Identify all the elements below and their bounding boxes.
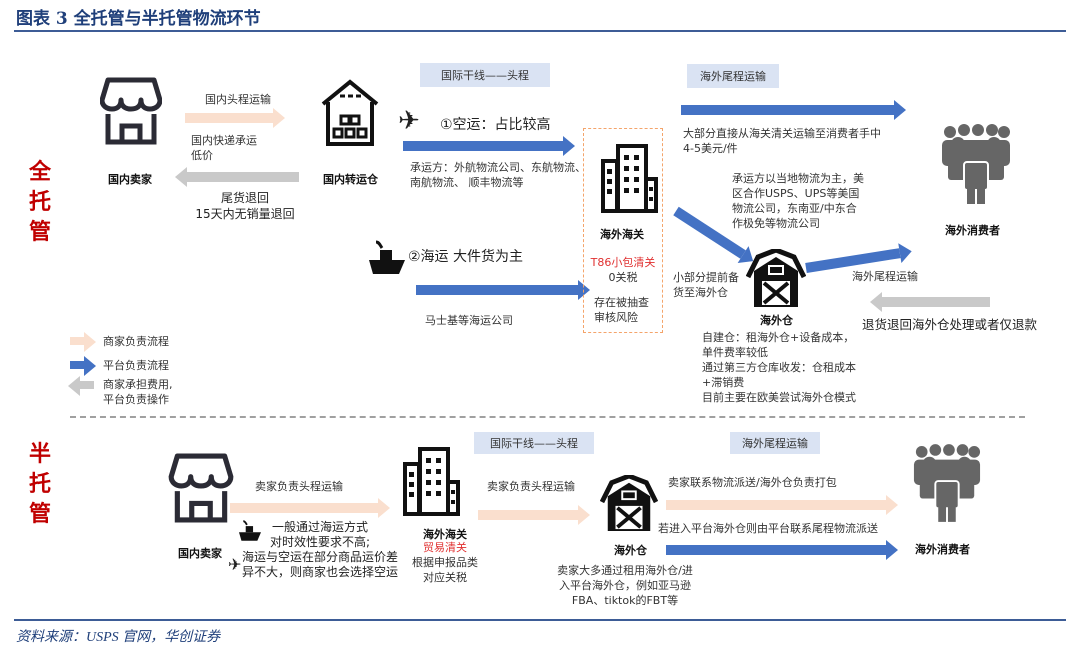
barn-icon xyxy=(746,249,806,307)
sea-carriers-label: 马士基等海运公司 xyxy=(425,314,513,327)
consumers-icon xyxy=(913,444,981,522)
semi-customs-notes: 根据申报品类对应关税 xyxy=(412,556,478,584)
legend-platform-label: 平台负责流程 xyxy=(103,359,169,372)
domestic-first-leg-label: 国内头程运输 xyxy=(205,93,271,106)
inspection-risk-label: 存在被抽查审核风险 xyxy=(594,296,649,324)
air-freight-arrow xyxy=(403,136,575,156)
barn-icon xyxy=(600,475,658,531)
return-arrow xyxy=(175,167,299,187)
legend-platform-arrow xyxy=(70,356,96,376)
seller-delivery-label: 卖家联系物流派送/海外仓负责打包 xyxy=(668,476,837,489)
overseas-consumers-label: 海外消费者 xyxy=(945,224,1000,237)
footer-rule xyxy=(14,619,1066,621)
ship-icon xyxy=(369,240,405,274)
seller-delivery-arrow xyxy=(666,495,898,515)
consumers-icon xyxy=(942,124,1010,204)
sea-freight-label: ②海运 大件货为主 xyxy=(408,249,524,265)
plane-icon: ✈ xyxy=(398,106,420,136)
intl-trunk-tag: 国际干线——头程 xyxy=(420,63,550,87)
refund-return-arrow xyxy=(870,292,990,312)
zero-tariff-label: 0关税 xyxy=(608,271,638,284)
direct-delivery-arrow xyxy=(681,100,906,120)
semi-first-leg2-arrow xyxy=(478,505,590,525)
plane-icon: ✈ xyxy=(228,555,242,574)
domestic-first-leg-arrow xyxy=(185,108,285,128)
legend-shared-label: 商家承担费用,平台负责操作 xyxy=(103,378,173,406)
figure-title: 图表 3 全托管与半托管物流环节 xyxy=(16,9,261,29)
customs-box xyxy=(583,128,663,333)
semi-domestic-seller-label: 国内卖家 xyxy=(178,547,222,560)
domestic-express-label: 国内快递承运低价 xyxy=(191,134,257,162)
warehouse-icon xyxy=(321,79,379,146)
semi-last-mile-tag: 海外尾程运输 xyxy=(730,432,820,454)
legend-shared-arrow xyxy=(68,376,94,396)
platform-delivery-arrow xyxy=(666,540,898,560)
store-icon xyxy=(100,77,162,145)
section-divider xyxy=(70,416,1025,418)
title-rule xyxy=(14,30,1066,32)
warehouse-cost-notes: 自建仓：租海外仓+设备成本，单件费率较低通过第三方仓库收发：仓租成本+滞销费目前… xyxy=(702,331,856,404)
semi-custody-label: 半托管 xyxy=(28,442,51,527)
customs-building-icon xyxy=(403,447,460,516)
last-mile-tag: 海外尾程运输 xyxy=(687,64,779,88)
store-icon xyxy=(168,453,234,523)
trade-clearance-label: 贸易清关 xyxy=(423,541,467,554)
refund-note: 退货退回海外仓处理或者仅退款 xyxy=(862,317,1038,332)
full-custody-label: 全托管 xyxy=(28,160,51,245)
semi-intl-trunk-tag: 国际干线——头程 xyxy=(474,432,594,454)
semi-overseas-warehouse-label: 海外仓 xyxy=(614,544,647,557)
legend-merchant-label: 商家负责流程 xyxy=(103,335,169,348)
customs-building-icon xyxy=(601,144,658,213)
semi-seller-first-leg2-label: 卖家负责头程运输 xyxy=(487,480,575,493)
domestic-seller-label: 国内卖家 xyxy=(108,173,152,186)
transit-warehouse-label: 国内转运仓 xyxy=(323,173,378,186)
legend-merchant-arrow xyxy=(70,332,96,352)
semi-first-leg-arrow xyxy=(230,498,390,518)
semi-shipping-notes: 一般通过海运方式对时效性要求不高;海运与空运在部分商品运价差异不大，则商家也会选… xyxy=(241,520,398,579)
semi-customs-label: 海外海关 xyxy=(423,528,467,541)
air-carriers-label: 承运方：外航物流公司、东航物流、南航物流、 顺丰物流等 xyxy=(410,161,586,189)
platform-delivery-label: 若进入平台海外仓则由平台联系尾程物流派送 xyxy=(658,522,878,535)
source-note: 资料来源：USPS 官网，华创证券 xyxy=(16,630,221,645)
overseas-customs-label: 海外海关 xyxy=(600,228,644,241)
semi-seller-first-leg-label: 卖家负责头程运输 xyxy=(255,480,343,493)
overseas-warehouse-label: 海外仓 xyxy=(760,314,793,327)
air-freight-label: ①空运：占比较高 xyxy=(440,117,551,133)
local-carriers-note: 承运方以当地物流为主，美区合作USPS、UPS等美国物流公司，东南亚/中东合作极… xyxy=(732,172,864,230)
prestock-note: 小部分提前备货至海外仓 xyxy=(673,271,739,299)
warehouse-last-mile-label: 海外尾程运输 xyxy=(852,270,918,283)
semi-consumers-label: 海外消费者 xyxy=(915,543,970,556)
sea-freight-arrow xyxy=(416,280,590,300)
t86-clearance-label: T86小包清关 xyxy=(590,256,656,269)
ship-icon xyxy=(239,520,261,541)
